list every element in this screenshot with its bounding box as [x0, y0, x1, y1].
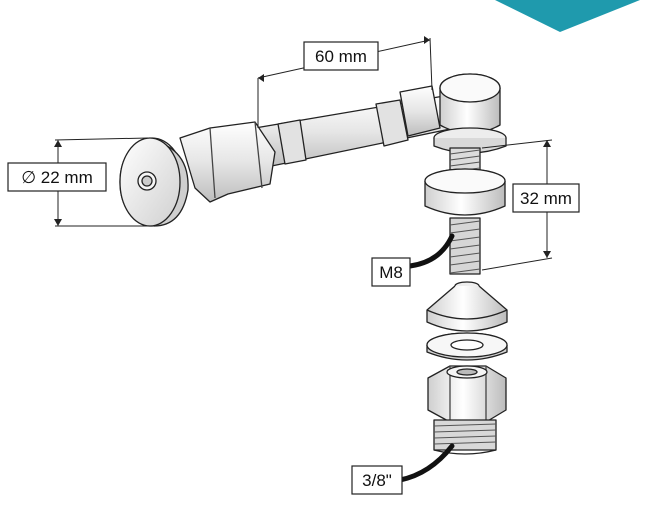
label-diameter-text: ∅ 22 mm — [21, 168, 93, 187]
dimension-arrowheads — [54, 36, 551, 258]
label-3-8-inch: 3/8" — [351, 465, 403, 495]
label-60mm: 60 mm — [303, 41, 379, 71]
vertical-bolt-assembly — [424, 147, 508, 455]
horizontal-shaft-assembly — [119, 73, 507, 227]
label-32mm: 32 mm — [512, 183, 580, 213]
leader-curves — [397, 233, 455, 483]
label-m8: M8 — [371, 257, 411, 287]
label-diameter-22mm: ∅ 22 mm — [7, 162, 107, 192]
corner-accent-shape — [495, 0, 640, 32]
label-60mm-text: 60 mm — [315, 47, 367, 66]
label-m8-text: M8 — [379, 263, 403, 282]
label-3-8-text: 3/8" — [362, 471, 392, 490]
label-32mm-text: 32 mm — [520, 189, 572, 208]
